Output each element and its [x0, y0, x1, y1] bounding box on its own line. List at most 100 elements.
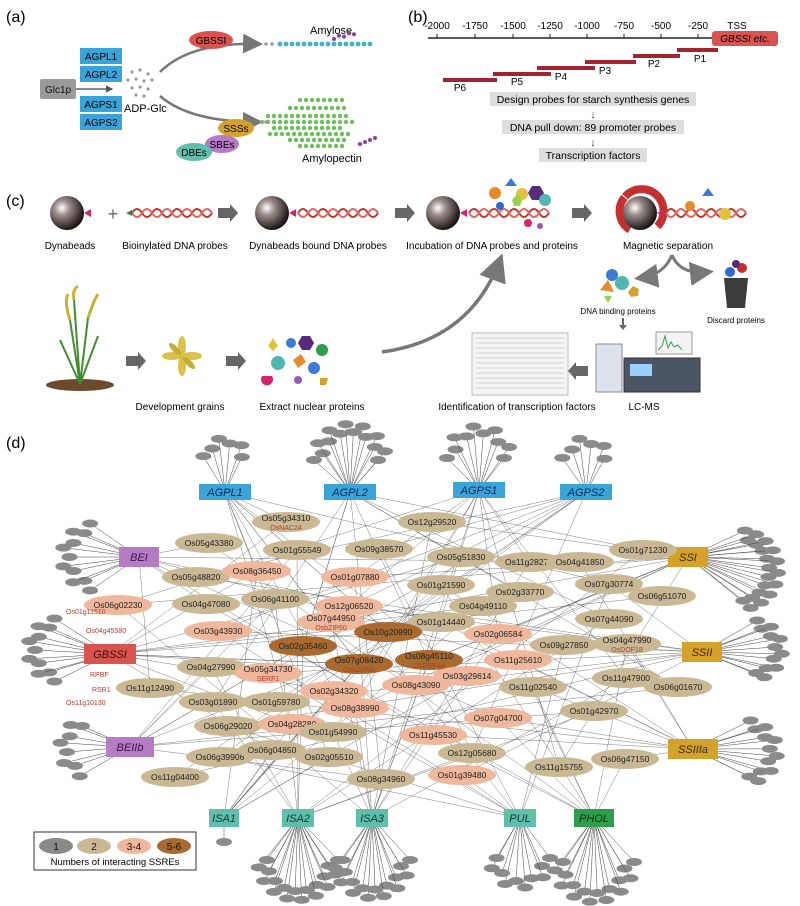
- amylopectin-unit: [265, 113, 271, 119]
- amylopectin-unit: [283, 119, 289, 125]
- tick-label: -1750: [462, 21, 488, 32]
- legend-caption: Numbers of interacting SSREs: [51, 857, 180, 868]
- satellite-tf-node: [376, 447, 393, 456]
- tf-node: [530, 635, 598, 655]
- gbssi-enzyme-label: GBSSI: [196, 36, 227, 47]
- satellite-edge: [367, 817, 373, 898]
- network-edge: [109, 653, 468, 677]
- amylopectin-unit: [327, 131, 333, 137]
- panel-label-d: (d): [6, 435, 26, 452]
- network-edge: [223, 756, 330, 819]
- satellite-tf-node: [30, 669, 47, 678]
- satellite-edge: [328, 441, 351, 493]
- satellite-tf-node: [306, 456, 322, 464]
- amylopectin-unit: [287, 137, 293, 143]
- amylopectin-unit: [321, 97, 327, 103]
- dna-probe-1: [126, 208, 213, 218]
- amylopectin-unit: [345, 131, 351, 137]
- satellite-edge: [593, 817, 610, 890]
- step-arrow-1: ↓: [590, 109, 596, 121]
- gene-label: BEI: [130, 552, 148, 564]
- tf-label: Os01g42970: [570, 706, 619, 716]
- network-edge: [129, 666, 212, 748]
- satellite-tf-node: [557, 870, 574, 879]
- satellite-tf-node: [757, 581, 774, 590]
- caption-nuclear-proteins: Extract nuclear proteins: [259, 402, 364, 413]
- tf-node: [484, 650, 552, 670]
- network-edge: [497, 717, 694, 750]
- satellite-edge: [371, 817, 397, 878]
- amylopectin-unit: [301, 113, 307, 119]
- satellite-tf-node: [565, 881, 582, 890]
- satellite-tf-node: [581, 897, 598, 906]
- satellite-edge: [519, 817, 526, 888]
- amylopectin-unit: [313, 125, 319, 131]
- amylopectin-unit: [343, 113, 349, 119]
- gene-label: AGPL2: [331, 487, 367, 499]
- amylose-branch-unit: [352, 32, 356, 37]
- satellite-tf-node: [626, 858, 642, 866]
- caption-discard: Discard proteins: [707, 316, 765, 325]
- amylopectin-branch-unit: [373, 136, 377, 140]
- tf-node: [486, 582, 554, 602]
- tf-label: Os12g29520: [408, 517, 457, 527]
- flow-arrow-6: [568, 362, 588, 380]
- satellite-tf-node: [761, 563, 778, 572]
- tf-label: Os03g43930: [194, 626, 243, 636]
- satellite-tf-node: [598, 896, 615, 905]
- network-edge: [109, 631, 389, 655]
- amylopectin-unit: [267, 131, 273, 137]
- tf-node: [347, 769, 415, 789]
- amylopectin-arrow: [159, 95, 263, 132]
- amylopectin-unit: [323, 137, 329, 143]
- amylopectin-unit: [293, 137, 299, 143]
- caption-dna-binding: DNA binding proteins: [580, 307, 655, 316]
- amylopectin-unit: [305, 137, 311, 143]
- satellite-tf-node: [233, 453, 250, 462]
- tf-label: Os06g04850: [248, 745, 297, 755]
- step-2-text: DNA pull down: 89 promoter probes: [510, 122, 676, 134]
- sbe-enzyme-label: SBEs: [209, 140, 234, 151]
- tf-label: Os07g44090: [585, 614, 634, 624]
- satellite-tf-node: [65, 567, 82, 576]
- amylopectin-branch-unit: [368, 138, 372, 142]
- amylopectin-unit: [339, 97, 345, 103]
- gene-label: ISA2: [286, 813, 310, 825]
- agps1-label: AGPS1: [84, 100, 118, 111]
- tf-node: [84, 595, 152, 615]
- satellite-tf-node: [742, 603, 759, 612]
- grain-flower: [162, 336, 202, 376]
- amylopectin-unit: [319, 113, 325, 119]
- step-arrow-2: ↓: [590, 137, 596, 149]
- satellite-tf-node: [571, 434, 588, 443]
- panel-label-b: (b): [408, 9, 428, 26]
- nuclear-proteins: [261, 336, 328, 386]
- satellite-tf-node: [566, 892, 582, 901]
- amylopectin-unit: [285, 131, 291, 137]
- satellite-tf-node: [210, 434, 227, 443]
- tf-node: [382, 675, 450, 695]
- data-table: [471, 332, 569, 396]
- amylose-unit: [319, 41, 325, 47]
- tf-label: Os06g02230: [94, 600, 143, 610]
- amylopectin-unit: [299, 137, 305, 143]
- tf-label: Os08g38990: [331, 703, 380, 713]
- tf-label: Os01g14440: [417, 617, 466, 627]
- tf-node: [295, 747, 363, 767]
- tf-node: [438, 743, 506, 763]
- gene-label: AGPS1: [460, 485, 498, 497]
- tf-node: [495, 552, 563, 572]
- amylopectin-unit: [315, 143, 321, 149]
- tf-node: [525, 757, 593, 777]
- amylopectin-unit: [303, 97, 309, 103]
- tf-sublabel: OsNAC24: [270, 525, 302, 532]
- network-edge: [223, 570, 258, 819]
- tf-label: Os02g06584: [474, 629, 523, 639]
- legend-swatch: [77, 838, 111, 854]
- satellite-tf-node: [314, 449, 331, 458]
- gene-node-isa1: [209, 809, 239, 827]
- workflow-steps: Design probes for starch synthesis genes…: [490, 92, 696, 162]
- network-edge: [354, 707, 373, 819]
